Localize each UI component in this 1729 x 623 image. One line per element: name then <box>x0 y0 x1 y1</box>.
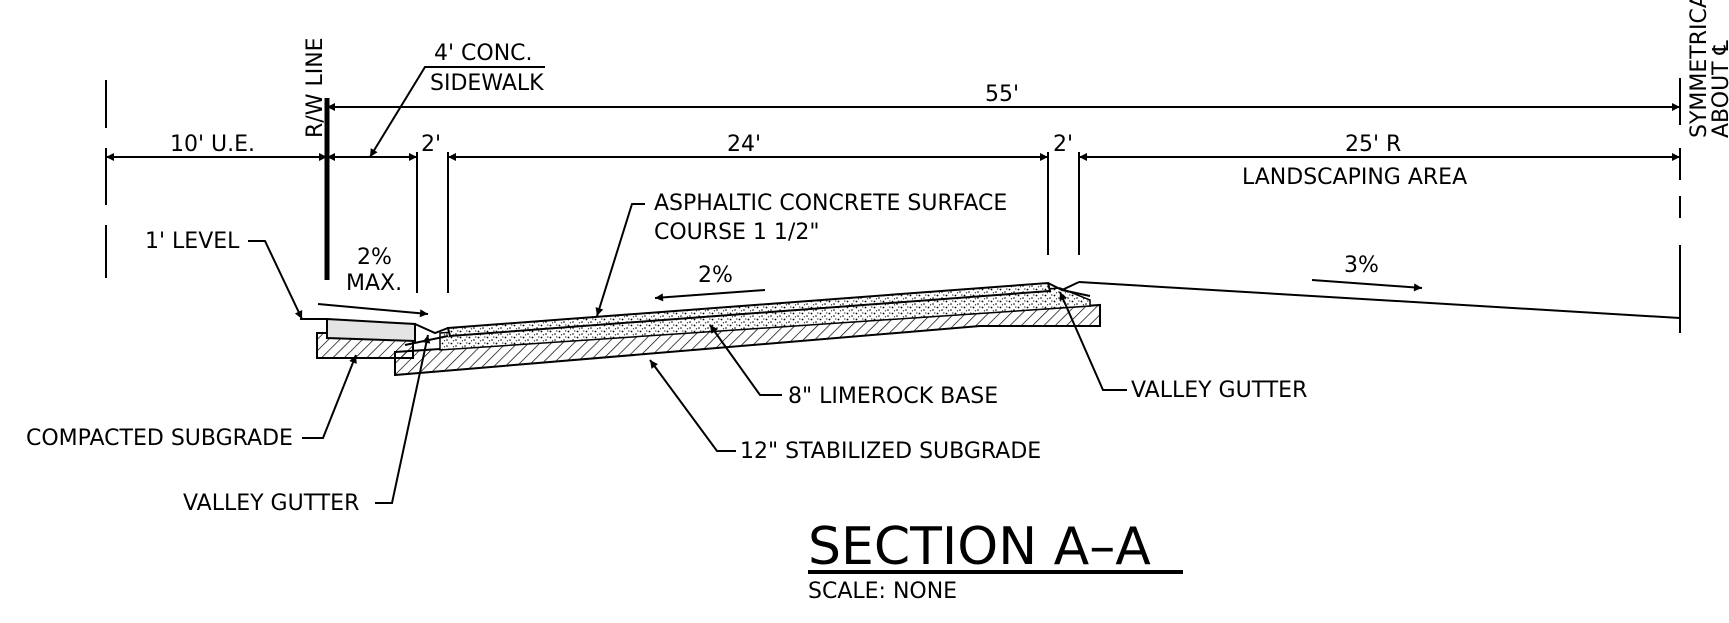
dim-2-left-label: 2' <box>421 132 441 157</box>
road-slope-label: 2% <box>698 263 733 288</box>
symmetrical-label-line1: SYMMETRICAL <box>1687 0 1712 138</box>
sidewalk-slope-max-label: MAX. <box>346 271 402 296</box>
leader-lines <box>248 66 1127 504</box>
road-slope-arrow <box>654 289 766 302</box>
landscaping-ground-line <box>1078 281 1681 319</box>
valley-gutter-left-label: VALLEY GUTTER <box>183 491 359 516</box>
asphalt-surface-layer <box>446 281 1052 338</box>
stabilized-subgrade-label: 12" STABILIZED SUBGRADE <box>740 439 1041 464</box>
asphalt-label-line1: ASPHALTIC CONCRETE SURFACE <box>654 191 1007 216</box>
cross-section <box>300 281 1681 377</box>
dim-2-right-label: 2' <box>1053 132 1073 157</box>
compacted-subgrade-label: COMPACTED SUBGRADE <box>26 426 293 451</box>
dim-55-label: 55' <box>985 82 1019 107</box>
scale-label: SCALE: NONE <box>808 579 957 604</box>
dim-10-ue-label: 10' U.E. <box>170 132 255 157</box>
symmetrical-label-line2: ABOUT ℄ <box>1709 39 1729 138</box>
asphalt-label-line2: COURSE 1 1/2" <box>654 220 819 245</box>
limerock-label: 8" LIMEROCK BASE <box>788 384 998 409</box>
sidewalk-slab <box>326 317 416 343</box>
dimension-lines <box>106 103 1680 161</box>
landscape-slope-arrow <box>1311 279 1423 292</box>
dim-25-r-label: 25' R <box>1345 132 1401 157</box>
level-label: 1' LEVEL <box>145 229 240 254</box>
rw-line-label: R/W LINE <box>303 37 328 138</box>
left-valley-gutter <box>414 323 449 335</box>
sidewalk-slope-label: 2% <box>357 245 392 270</box>
sidewalk-slope-arrow <box>317 303 429 318</box>
valley-gutter-right-label: VALLEY GUTTER <box>1131 378 1307 403</box>
landscaping-area-label: LANDSCAPING AREA <box>1242 165 1467 190</box>
sidewalk-label-line1: 4' CONC. <box>434 41 533 66</box>
section-title: SECTION A–A <box>808 517 1151 577</box>
landscape-slope-label: 3% <box>1344 253 1379 278</box>
sidewalk-label-line2: SIDEWALK <box>430 71 544 96</box>
dim-24-label: 24' <box>727 132 761 157</box>
